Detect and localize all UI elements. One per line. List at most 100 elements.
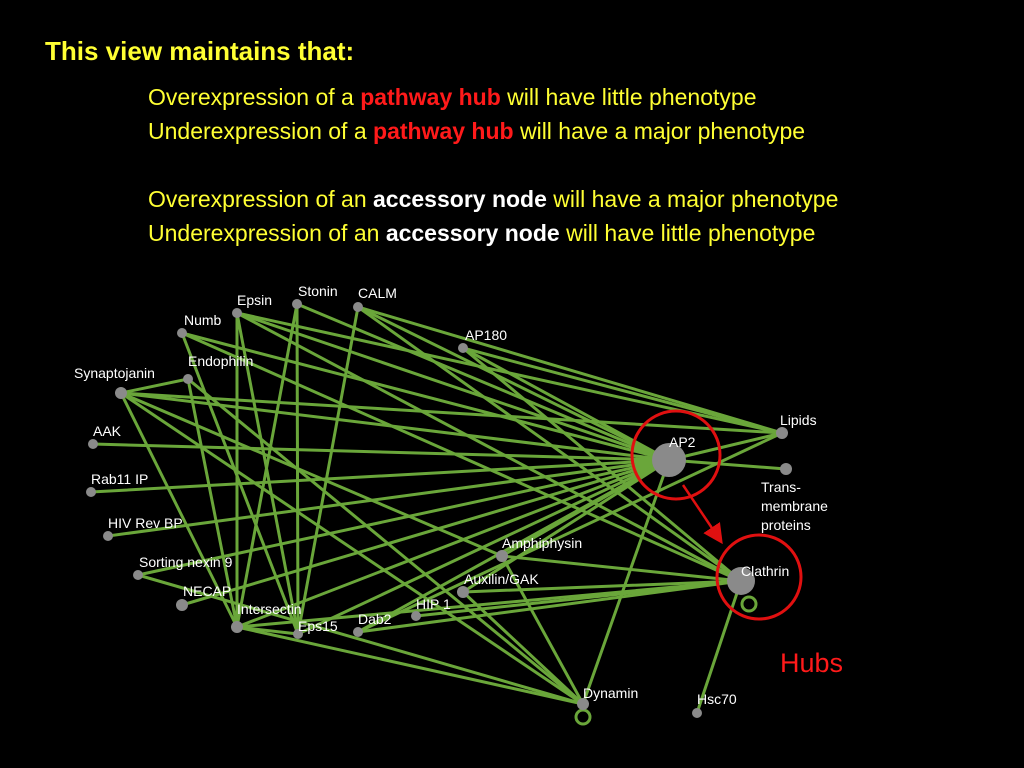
edge-hivrevbp-ap2: [106, 458, 671, 538]
node-label-hip1: HIP 1: [416, 596, 451, 612]
clathrin-hub-ring: [715, 533, 803, 621]
node-intersectin: [231, 621, 243, 633]
edge-clathrin-hsc70: [695, 579, 743, 715]
edge-endophilin-intersectin: [186, 377, 239, 629]
node-dynamin: [577, 698, 589, 710]
node-label-stonin: Stonin: [298, 283, 338, 299]
node-synaptojanin: [115, 387, 127, 399]
edge-numb-ap2: [180, 331, 671, 462]
node-label-ap180: AP180: [465, 327, 507, 343]
edge-calm-eps15: [296, 305, 360, 636]
node-hip1: [411, 611, 421, 621]
node-amphiphysin: [496, 550, 508, 562]
edge-stonin-ap2: [295, 302, 671, 462]
accessory-node-term: accessory node: [373, 186, 547, 212]
edge-epsin-eps15: [235, 311, 300, 636]
node-label-hivrevbp: HIV Rev BP: [108, 515, 183, 531]
edge-aak-ap2: [91, 442, 671, 462]
clathrin-self-loop: [740, 595, 758, 613]
hubs-label: Hubs: [780, 648, 844, 678]
dynamin-self-loop: [574, 708, 592, 726]
edge-epsin-ap2: [235, 311, 671, 462]
node-rab11ip: [86, 487, 96, 497]
pathway-hub-term: pathway hub: [360, 84, 501, 110]
node-label-lipids: Lipids: [780, 412, 817, 428]
node-label-eps15: Eps15: [298, 618, 338, 634]
node-label-dynamin: Dynamin: [583, 685, 638, 701]
node-numb: [177, 328, 187, 338]
edge-synaptojanin-lipids: [119, 391, 784, 435]
statement-hub-overexpression: Overexpression of a pathway hub will hav…: [148, 84, 757, 110]
node-clathrin: [727, 567, 755, 595]
network-decorations: [574, 409, 803, 726]
node-label-rab11ip: Rab11 IP: [91, 471, 148, 487]
edge-ap2-lipids: [667, 431, 784, 462]
node-label-intersectin: Intersectin: [237, 601, 302, 617]
node-epsin: [232, 308, 242, 318]
edge-epsin-clathrin: [235, 311, 743, 583]
node-label-epsin: Epsin: [237, 292, 272, 308]
edge-numb-clathrin: [180, 331, 743, 583]
node-label-necap: NECAP: [183, 583, 231, 599]
statement-accessory-underexpression: Underexpression of an accessory node wil…: [148, 220, 816, 246]
node-label-auxilin: Auxilin/GAK: [464, 571, 539, 587]
edge-synaptojanin-dynamin: [119, 391, 585, 706]
node-hsc70: [692, 708, 702, 718]
edge-ap2-transmembrane: [667, 458, 788, 471]
edge-ap2-dynamin: [581, 458, 671, 706]
edge-amphiphysin-dynamin: [500, 554, 585, 706]
node-label-hsc70: Hsc70: [697, 691, 737, 707]
node-dab2: [353, 627, 363, 637]
node-label-clathrin: Clathrin: [741, 563, 789, 579]
slide-title: This view maintains that:: [45, 36, 355, 66]
edge-calm-ap2: [356, 305, 671, 462]
edge-eps15-ap2: [296, 458, 671, 636]
node-label-synaptojanin: Synaptojanin: [74, 365, 155, 381]
node-hivrevbp: [103, 531, 113, 541]
network-nodes: Epsin Stonin CALM NumbEndophilinSynaptojani…: [74, 283, 828, 718]
node-auxilin: [457, 586, 469, 598]
node-label-aak: AAK: [93, 423, 122, 439]
statement-hub-underexpression: Underexpression of a pathway hub will ha…: [148, 118, 806, 144]
accessory-node-term: accessory node: [385, 220, 560, 246]
edge-synaptojanin-intersectin: [119, 391, 239, 629]
node-label-ap2: AP2: [669, 434, 696, 450]
edge-auxilin-dynamin: [461, 590, 585, 706]
edge-ap180-lipids: [461, 346, 784, 435]
node-ap180: [458, 343, 468, 353]
edge-necap-ap2: [180, 458, 671, 607]
node-lipids: [776, 427, 788, 439]
node-calm: [353, 302, 363, 312]
node-ap2: [652, 443, 686, 477]
node-eps15: [293, 629, 303, 639]
edge-intersectin-ap2: [235, 458, 671, 629]
edge-endophilin-dynamin: [186, 377, 585, 706]
edge-amphiphysin-clathrin: [500, 554, 743, 583]
edge-dab2-lipids: [356, 431, 784, 634]
edge-intersectin-eps15: [235, 625, 300, 636]
node-stonin: [292, 299, 302, 309]
edge-auxilin-clathrin: [461, 579, 743, 594]
node-label-dab2: Dab2: [358, 611, 392, 627]
pathway-hub-term: pathway hub: [373, 118, 514, 144]
node-label-numb: Numb: [184, 312, 222, 328]
network-edges: [89, 302, 788, 715]
edge-rab11ip-ap2: [89, 458, 671, 494]
edge-synaptojanin-ap2: [119, 391, 671, 462]
node-endophilin: [183, 374, 193, 384]
node-label-calm: CALM: [358, 285, 397, 301]
node-aak: [88, 439, 98, 449]
node-label-amphiphysin: Amphiphysin: [502, 535, 582, 551]
node-sortingnexin9: [133, 570, 143, 580]
edge-dab2-clathrin: [356, 579, 743, 634]
edge-intersectin-dynamin: [235, 625, 585, 706]
node-transmembrane: [780, 463, 792, 475]
edge-stonin-intersectin: [235, 302, 299, 629]
node-label-endophilin: Endophilin: [188, 353, 253, 369]
edge-hip1-clathrin: [414, 579, 743, 618]
edge-endophilin-synaptojanin: [119, 377, 190, 395]
edge-sortingnexin9-ap2: [136, 458, 671, 577]
statement-accessory-overexpression: Overexpression of an accessory node will…: [148, 186, 839, 212]
